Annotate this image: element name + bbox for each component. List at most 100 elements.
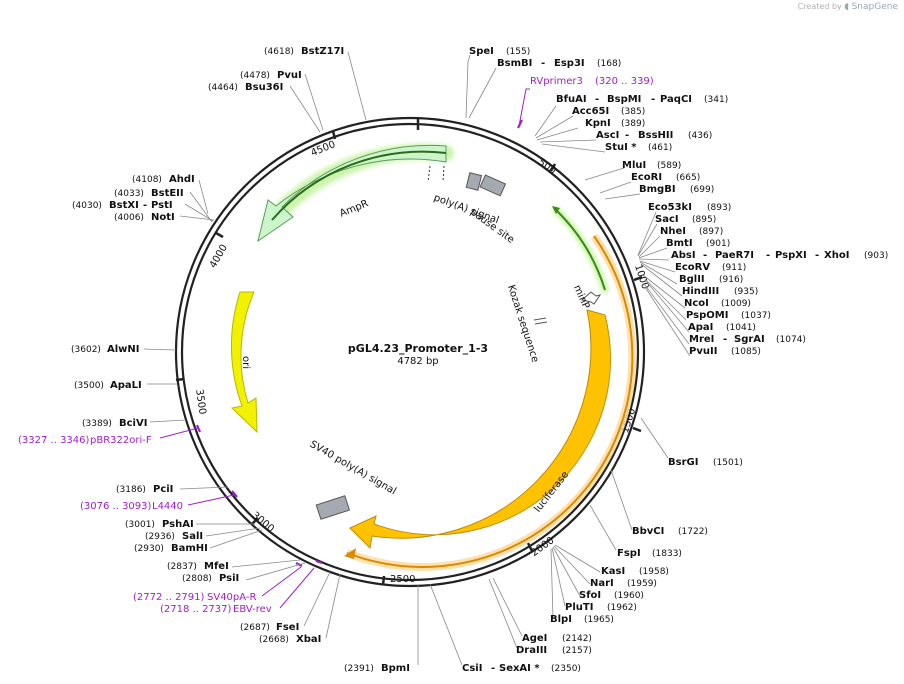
site-blpi[interactable]: BlpI(1965)	[550, 614, 614, 625]
svg-text:SfoI: SfoI	[579, 590, 601, 601]
site-bmti[interactable]: BmtI(901)	[666, 238, 730, 249]
site-bbvci[interactable]: BbvCI(1722)	[632, 526, 708, 537]
svg-text:(2930): (2930)	[134, 544, 164, 554]
site-bsu36i[interactable]: (4464)Bsu36I	[208, 82, 283, 93]
svg-text:-: -	[625, 130, 629, 141]
backbone	[174, 116, 646, 588]
site-sfoi[interactable]: SfoI(1960)	[579, 590, 644, 601]
site-agei[interactable]: AgeI(2142)	[522, 633, 592, 644]
site-apai[interactable]: ApaI(1041)	[688, 322, 756, 333]
svg-text:PvuI: PvuI	[277, 70, 302, 81]
site-bsteii[interactable]: (4033)BstEII	[114, 188, 184, 199]
site-acc65i[interactable]: Acc65I(385)	[572, 106, 645, 117]
site-saci[interactable]: SacI(895)	[655, 214, 716, 225]
svg-text:NheI: NheI	[660, 226, 686, 237]
site-pcii[interactable]: (3186)PciI	[116, 484, 173, 495]
site-bcivi[interactable]: (3389)BciVI	[82, 418, 147, 429]
feature-sv40pa[interactable]: SV40 poly(A) signal	[308, 439, 398, 520]
svg-text:(3186): (3186)	[116, 485, 146, 495]
tick-4500	[331, 130, 337, 140]
primer-pbr322ori-f[interactable]: (3327 .. 3346) pBR322ori-F	[18, 424, 202, 446]
primer-sv40pa-r-name: SV40pA-R	[207, 592, 256, 603]
svg-text:(389): (389)	[621, 119, 645, 129]
site-pvui[interactable]: (4478)PvuI	[240, 70, 302, 81]
site-xbai[interactable]: (2668)XbaI	[259, 634, 321, 645]
svg-text:BbvCI: BbvCI	[632, 526, 664, 537]
svg-text:BssHII: BssHII	[638, 130, 673, 141]
plasmid-name: pGL4.23_Promoter_1-3	[348, 342, 488, 355]
site-sali[interactable]: (2936)SalI	[145, 531, 203, 542]
site-bsmbi-esp3i[interactable]: BsmBI-Esp3I(168)	[497, 58, 621, 69]
site-pvuii[interactable]: PvuII(1085)	[689, 346, 761, 357]
site-ahdi[interactable]: (4108)AhdI	[132, 174, 195, 185]
primer-rvprimer3-name: RVprimer3	[530, 76, 583, 87]
site-mfei[interactable]: (2837)MfeI	[167, 561, 229, 572]
site-bstz17i[interactable]: (4618)BstZ17I	[264, 46, 344, 57]
site-leaders	[143, 51, 691, 666]
svg-text:-: -	[595, 94, 599, 105]
svg-text:-: -	[541, 58, 545, 69]
site-ecorv[interactable]: EcoRV(911)	[675, 262, 746, 273]
feature-ampr[interactable]: AmpR	[257, 143, 454, 243]
site-kpni[interactable]: KpnI(389)	[585, 118, 645, 129]
svg-text:(1501): (1501)	[713, 458, 743, 468]
site-noti[interactable]: (4006)NotI	[114, 212, 175, 223]
svg-text:BstEII: BstEII	[151, 188, 184, 199]
svg-text:MreI: MreI	[689, 334, 714, 345]
site-eco53ki[interactable]: Eco53kI(893)	[648, 202, 731, 213]
tick-label-500: 500	[536, 157, 558, 177]
site-absi-paer7i-pspxi-xhoi[interactable]: AbsI-PaeR7I-PspXI-XhoI(903)	[671, 250, 888, 261]
svg-text:(2687): (2687)	[240, 623, 270, 633]
primer-ebv-rev[interactable]: (2718 .. 2737) EBV-rev	[160, 559, 323, 615]
svg-text:AbsI: AbsI	[671, 250, 696, 261]
site-hindiii[interactable]: HindIII(935)	[682, 286, 758, 297]
site-fspi[interactable]: FspI(1833)	[617, 548, 682, 559]
svg-text:BglII: BglII	[679, 274, 705, 285]
site-bsrgi[interactable]: BsrGI(1501)	[668, 457, 743, 468]
svg-text:(589): (589)	[657, 161, 681, 171]
site-kasi[interactable]: KasI(1958)	[601, 566, 669, 577]
svg-text:(461): (461)	[648, 143, 672, 153]
feature-polya-pause[interactable]: pause site poly(A) signal	[432, 172, 516, 246]
site-bpmi[interactable]: (2391)BpmI	[344, 663, 410, 674]
site-bglii[interactable]: BglII(916)	[679, 274, 743, 285]
svg-text:PspOMI: PspOMI	[686, 310, 728, 321]
site-nhei[interactable]: NheI(897)	[660, 226, 723, 237]
site-stui[interactable]: StuI *(461)	[605, 142, 672, 153]
feature-ori[interactable]: ori	[230, 291, 258, 434]
site-ncoi[interactable]: NcoI(1009)	[684, 298, 751, 309]
svg-text:(1958): (1958)	[639, 567, 669, 577]
site-bamhi[interactable]: (2930)BamHI	[134, 543, 208, 554]
site-alwni[interactable]: (3602)AlwNI	[71, 344, 140, 355]
svg-text:(1833): (1833)	[652, 549, 682, 559]
site-nari[interactable]: NarI(1959)	[590, 578, 657, 589]
svg-text:Acc65I: Acc65I	[572, 106, 609, 117]
site-psii[interactable]: (2808)PsiI	[182, 573, 239, 584]
site-pspomi[interactable]: PspOMI(1037)	[686, 310, 771, 321]
site-draiii[interactable]: DraIII(2157)	[516, 645, 592, 656]
site-pshai[interactable]: (3001)PshAI	[125, 519, 194, 530]
site-bmgbi[interactable]: BmgBI(699)	[639, 184, 714, 195]
site-spei[interactable]: SpeI(155)	[469, 46, 530, 57]
feature-kozak[interactable]: Kozak sequence	[505, 284, 548, 364]
site-fsei[interactable]: (2687)FseI	[240, 622, 299, 633]
primer-l4440[interactable]: (3076 .. 3093) L4440	[80, 490, 238, 512]
plasmid-size: 4782 bp	[397, 356, 438, 367]
site-pluti[interactable]: PluTI(1962)	[565, 602, 637, 613]
site-asci-bsshii[interactable]: AscI-BssHII(436)	[596, 130, 712, 141]
svg-text:AscI: AscI	[596, 130, 619, 141]
site-bstxi-psti[interactable]: (4030)BstXI-PstI	[72, 200, 173, 211]
site-bfuai-bspmi-paqci[interactable]: BfuAI-BspMI-PaqCI(341)	[556, 94, 728, 105]
site-csii-sexai[interactable]: CsiI-SexAI *(2350)	[462, 663, 581, 674]
site-apali[interactable]: (3500)ApaLI	[74, 380, 142, 391]
svg-text:(2142): (2142)	[562, 634, 592, 644]
feature-luciferase[interactable]: luciferase	[344, 233, 637, 571]
primer-rvprimer3[interactable]: RVprimer3 (320 .. 339)	[517, 76, 654, 129]
site-mlui[interactable]: MluI(589)	[622, 160, 681, 171]
site-mrei-sgrai[interactable]: MreI-SgrAI(1074)	[689, 334, 806, 345]
svg-text:(4030): (4030)	[72, 201, 102, 211]
svg-text:HindIII: HindIII	[682, 286, 719, 297]
site-ecori[interactable]: EcoRI(665)	[631, 172, 700, 183]
svg-text:(2668): (2668)	[259, 635, 289, 645]
svg-text:BfuAI: BfuAI	[556, 94, 587, 105]
